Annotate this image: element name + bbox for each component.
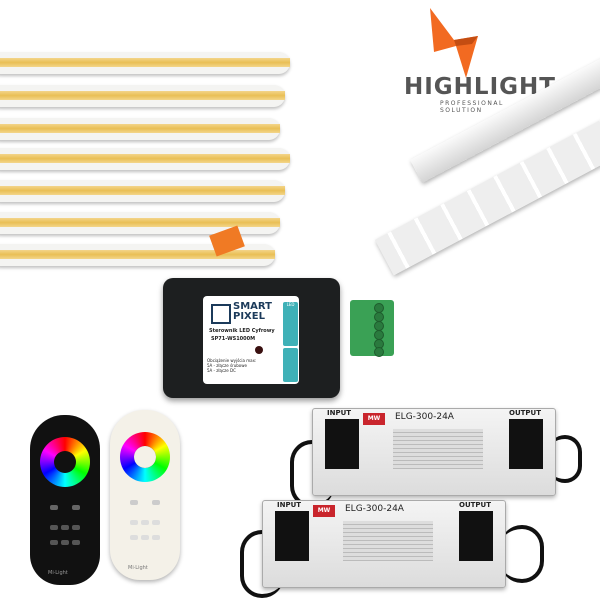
color-wheel-icon	[40, 437, 90, 487]
remote-brand: Mi·Light	[48, 570, 68, 576]
smart-pixel-logo-icon	[211, 304, 231, 324]
controller-brand-line1: SMART	[233, 301, 272, 312]
controller-notes: Obciążenie wyjścia max: 5A - złącze śrub…	[207, 358, 256, 373]
psu-output-label: OUTPUT	[459, 501, 491, 509]
led-controller: SMART PIXEL Sterownik LED Cyfrowy SP71-W…	[163, 278, 340, 398]
brand-logo: HIGHLIGHT PROFESSIONAL SOLUTION	[400, 8, 555, 114]
power-terminal-label	[283, 348, 298, 382]
controller-label: SMART PIXEL Sterownik LED Cyfrowy SP71-W…	[203, 296, 299, 384]
led-terminal-label: LED	[283, 302, 298, 346]
power-supply: INPUT MW ELG-300-24A OUTPUT	[312, 408, 556, 496]
screw-terminal-connector	[350, 300, 394, 357]
controller-brand-line2: PIXEL	[233, 311, 265, 322]
psu-model: ELG-300-24A	[345, 504, 404, 514]
psu-input-label: INPUT	[327, 409, 352, 417]
psu-brand-logo: MW	[363, 413, 385, 425]
psu-cable	[548, 435, 582, 483]
note-line: Obciążenie wyjścia max:	[207, 358, 257, 363]
psu-model: ELG-300-24A	[395, 412, 454, 422]
psu-output-label: OUTPUT	[509, 409, 541, 417]
note-line: 5A - złącze śrubowe	[207, 363, 247, 368]
psu-input-label: INPUT	[277, 501, 302, 509]
controller-model: SP71-WS1000M	[211, 336, 256, 342]
remote-brand: Mi·Light	[128, 565, 148, 571]
note-line: 5A - złącze DC	[207, 368, 236, 373]
lightning-logo-icon	[430, 8, 478, 78]
remote-white: Mi·Light	[110, 410, 180, 580]
remote-black: .remote .wheel::after{background:#111} M…	[30, 415, 100, 585]
psu-cable	[500, 525, 544, 583]
controller-title: Sterownik LED Cyfrowy	[209, 328, 275, 334]
led-strip-reel	[0, 40, 300, 280]
terminal-label-text: LED	[286, 302, 295, 307]
power-supply: INPUT MW ELG-300-24A OUTPUT	[262, 500, 506, 588]
brand-tagline: PROFESSIONAL SOLUTION	[440, 100, 504, 114]
psu-brand-logo: MW	[313, 505, 335, 517]
power-button[interactable]	[255, 346, 263, 354]
